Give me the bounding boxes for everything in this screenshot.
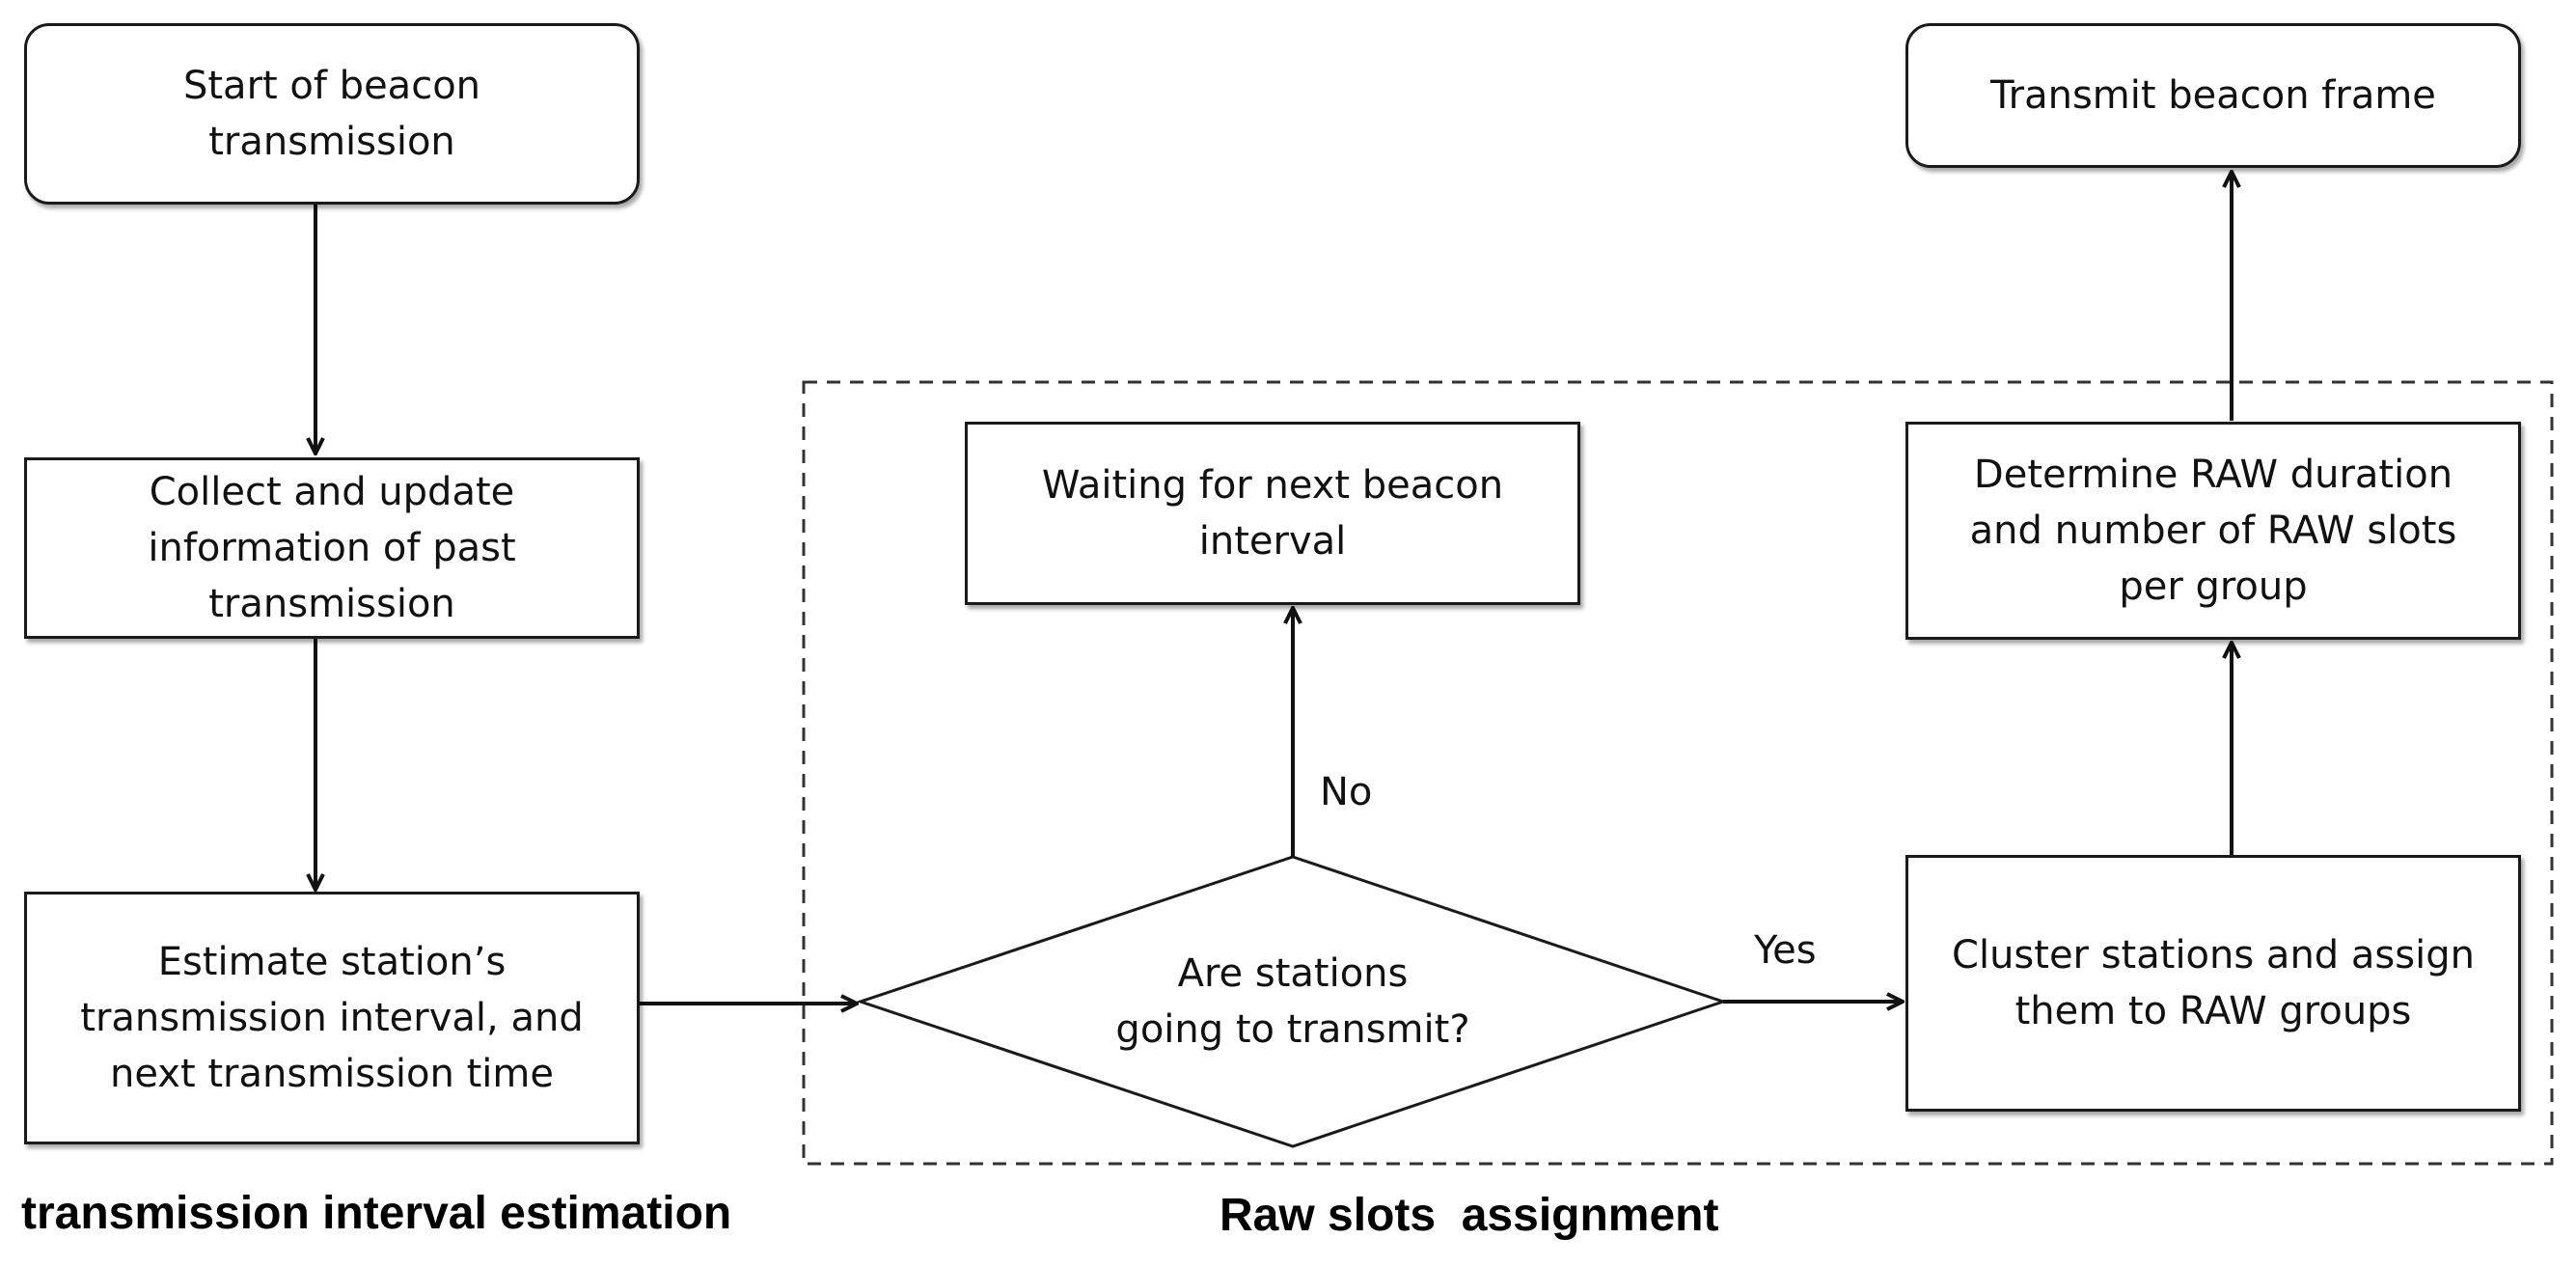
decision-label: Are stations going to transmit? [1115,951,1470,1052]
section-title-estimation: transmission interval estimation [21,1188,732,1239]
start-beacon-label: Start of beacon transmission [182,64,481,164]
determine-raw-node: Determine RAW duration and number of RAW… [1905,422,2521,640]
determine-raw-label: Determine RAW duration and number of RAW… [1969,453,2457,609]
cluster-stations-label: Cluster stations and assign them to RAW … [1952,933,2475,1033]
transmit-beacon-node: Transmit beacon frame [1905,23,2521,168]
waiting-label: Waiting for next beacon interval [1041,463,1504,564]
start-beacon-node: Start of beacon transmission [24,23,640,205]
edge-label-yes: Yes [1754,928,1817,973]
waiting-node: Waiting for next beacon interval [965,422,1580,605]
edge-label-no: No [1320,770,1373,814]
cluster-stations-node: Cluster stations and assign them to RAW … [1905,855,2521,1112]
collect-info-node: Collect and update information of past t… [24,457,640,639]
estimate-interval-label: Estimate station’s transmission interval… [80,940,584,1096]
decision-node: Are stations going to transmit? [1003,915,1582,1088]
transmit-beacon-label: Transmit beacon frame [1990,73,2436,118]
decision-diamond-shape [856,855,1728,1148]
raw-slots-group-boundary [802,380,2554,1166]
section-title-raw-assignment: Raw slots assignment [1219,1190,1719,1241]
estimate-interval-node: Estimate station’s transmission interval… [24,892,640,1144]
collect-info-label: Collect and update information of past t… [148,470,516,626]
